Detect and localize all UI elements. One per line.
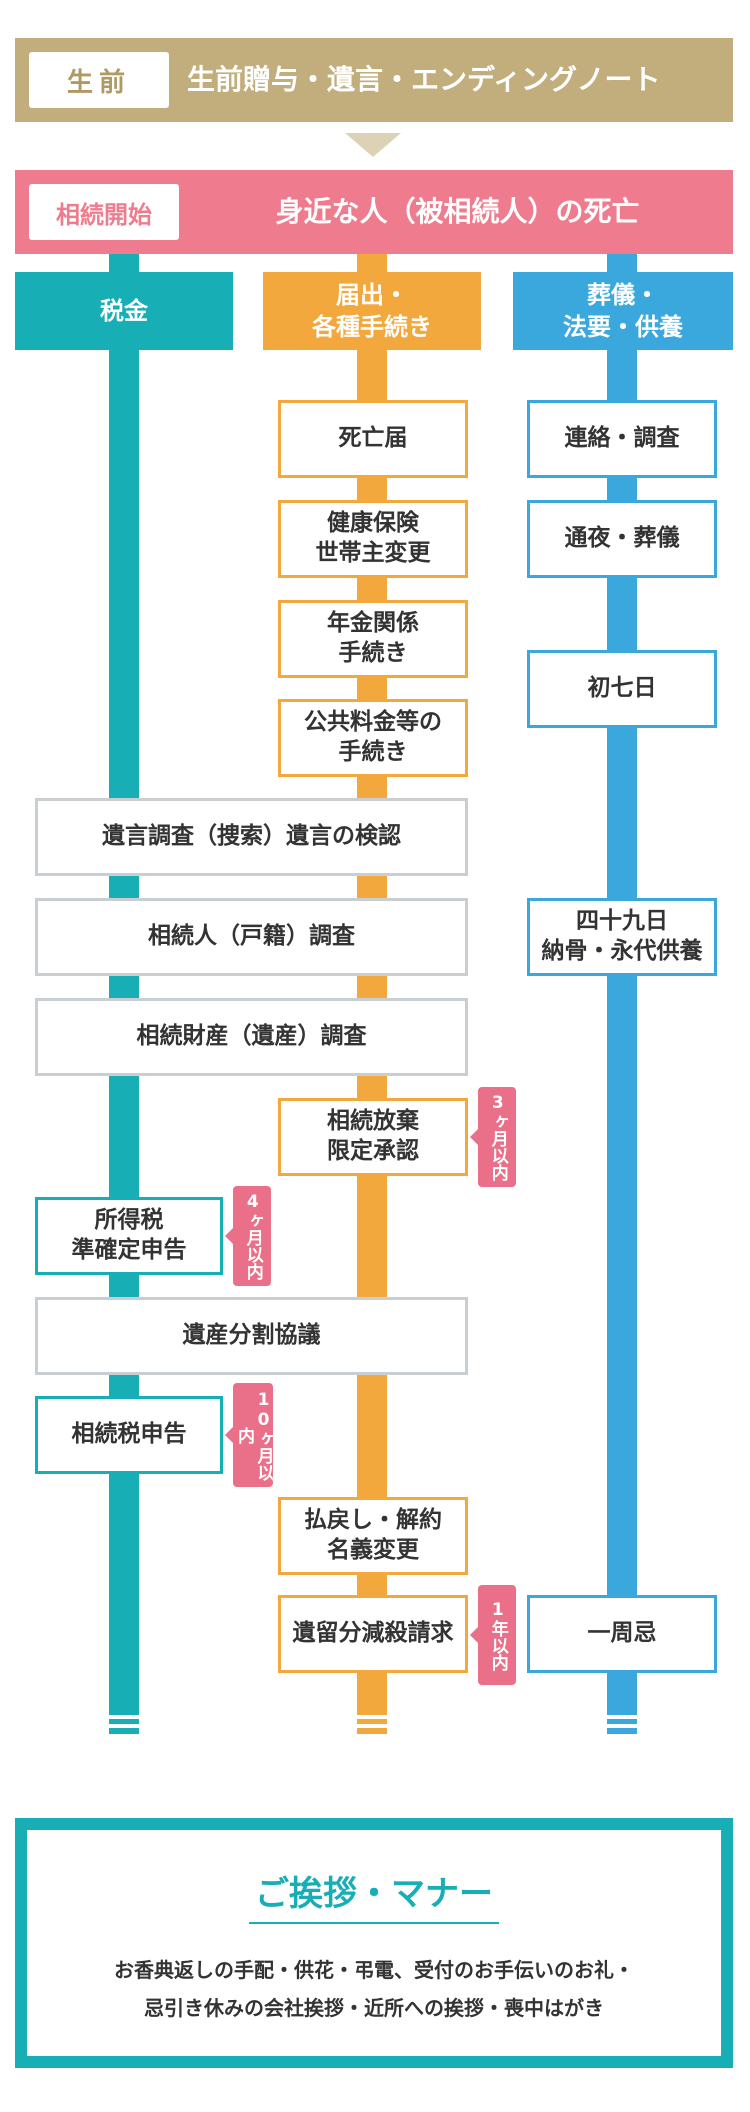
box-contact-survey: 連絡・調査 xyxy=(527,400,717,478)
manners-panel: ご挨拶・マナー お香典返しの手配・供花・弔電、受付のお手伝いのお礼・ 忌引き休み… xyxy=(15,1818,733,2068)
before-death-banner: 生前 生前贈与・遺言・エンディングノート xyxy=(15,38,733,122)
funeral-line-end xyxy=(607,1710,637,1728)
box-heir-survey: 相続人（戸籍）調査 xyxy=(35,898,468,976)
box-renunciation: 相続放棄 限定承認 xyxy=(278,1098,468,1176)
deadline-tag-10-months-text: 10ヶ月以内 xyxy=(234,1389,274,1481)
inheritance-start-banner: 相続開始 身近な人（被相続人）の死亡 xyxy=(15,170,733,254)
inheritance-start-label-box: 相続開始 xyxy=(29,184,179,240)
box-refund: 払戻し・解約 名義変更 xyxy=(278,1497,468,1575)
manners-title-underline xyxy=(249,1922,499,1924)
deadline-tag-3-months: 3ヶ月以内 xyxy=(470,1087,516,1187)
deadline-tag-10-months: 10ヶ月以内 xyxy=(225,1383,274,1487)
manners-line-1: お香典返しの手配・供花・弔電、受付のお手伝いのお礼・ xyxy=(114,1958,634,1982)
before-death-label-box: 生前 xyxy=(29,52,169,108)
box-first-anniversary: 一周忌 xyxy=(527,1595,717,1673)
box-seventh-day: 初七日 xyxy=(527,650,717,728)
box-inheritance-tax: 相続税申告 xyxy=(35,1396,223,1474)
manners-line-2: 忌引き休みの会社挨拶・近所への挨拶・喪中はがき xyxy=(144,1996,604,2020)
box-division: 遺産分割協議 xyxy=(35,1297,468,1375)
tax-line-end xyxy=(109,1710,139,1728)
box-death-notice: 死亡届 xyxy=(278,400,468,478)
deadline-tag-4-months: 4ヶ月以内 xyxy=(225,1186,271,1286)
box-wake-funeral: 通夜・葬儀 xyxy=(527,500,717,578)
box-will-search: 遺言調査（捜索）遺言の検認 xyxy=(35,798,468,876)
box-pension: 年金関係 手続き xyxy=(278,600,468,678)
box-utilities: 公共料金等の 手続き xyxy=(278,699,468,777)
down-arrow-icon xyxy=(345,133,401,157)
procedures-line-end xyxy=(357,1710,387,1728)
box-forty-ninth: 四十九日 納骨・永代供養 xyxy=(527,898,717,976)
deadline-tag-1-year-text: 1年以内 xyxy=(487,1599,508,1671)
box-reserved-portion: 遺留分減殺請求 xyxy=(278,1595,468,1673)
manners-title: ご挨拶・マナー xyxy=(255,1874,493,1914)
inheritance-start-text: 身近な人（被相続人）の死亡 xyxy=(275,195,640,228)
box-estate-survey: 相続財産（遺産）調査 xyxy=(35,998,468,1076)
deadline-tag-4-months-text: 4ヶ月以内 xyxy=(242,1192,263,1280)
box-health-insurance: 健康保険 世帯主変更 xyxy=(278,500,468,578)
deadline-tag-1-year: 1年以内 xyxy=(470,1585,516,1685)
before-death-label: 生前 xyxy=(66,67,131,98)
inheritance-start-label: 相続開始 xyxy=(56,200,152,229)
column-header-procedures: 届出・ 各種手続き xyxy=(263,272,481,350)
column-header-funeral: 葬儀・ 法要・供養 xyxy=(513,272,733,350)
tax-timeline-line xyxy=(109,254,139,1734)
before-death-text: 生前贈与・遺言・エンディングノート xyxy=(187,63,661,96)
deadline-tag-3-months-text: 3ヶ月以内 xyxy=(487,1093,508,1181)
column-header-tax: 税金 xyxy=(15,272,233,350)
box-income-tax: 所得税 準確定申告 xyxy=(35,1197,223,1275)
